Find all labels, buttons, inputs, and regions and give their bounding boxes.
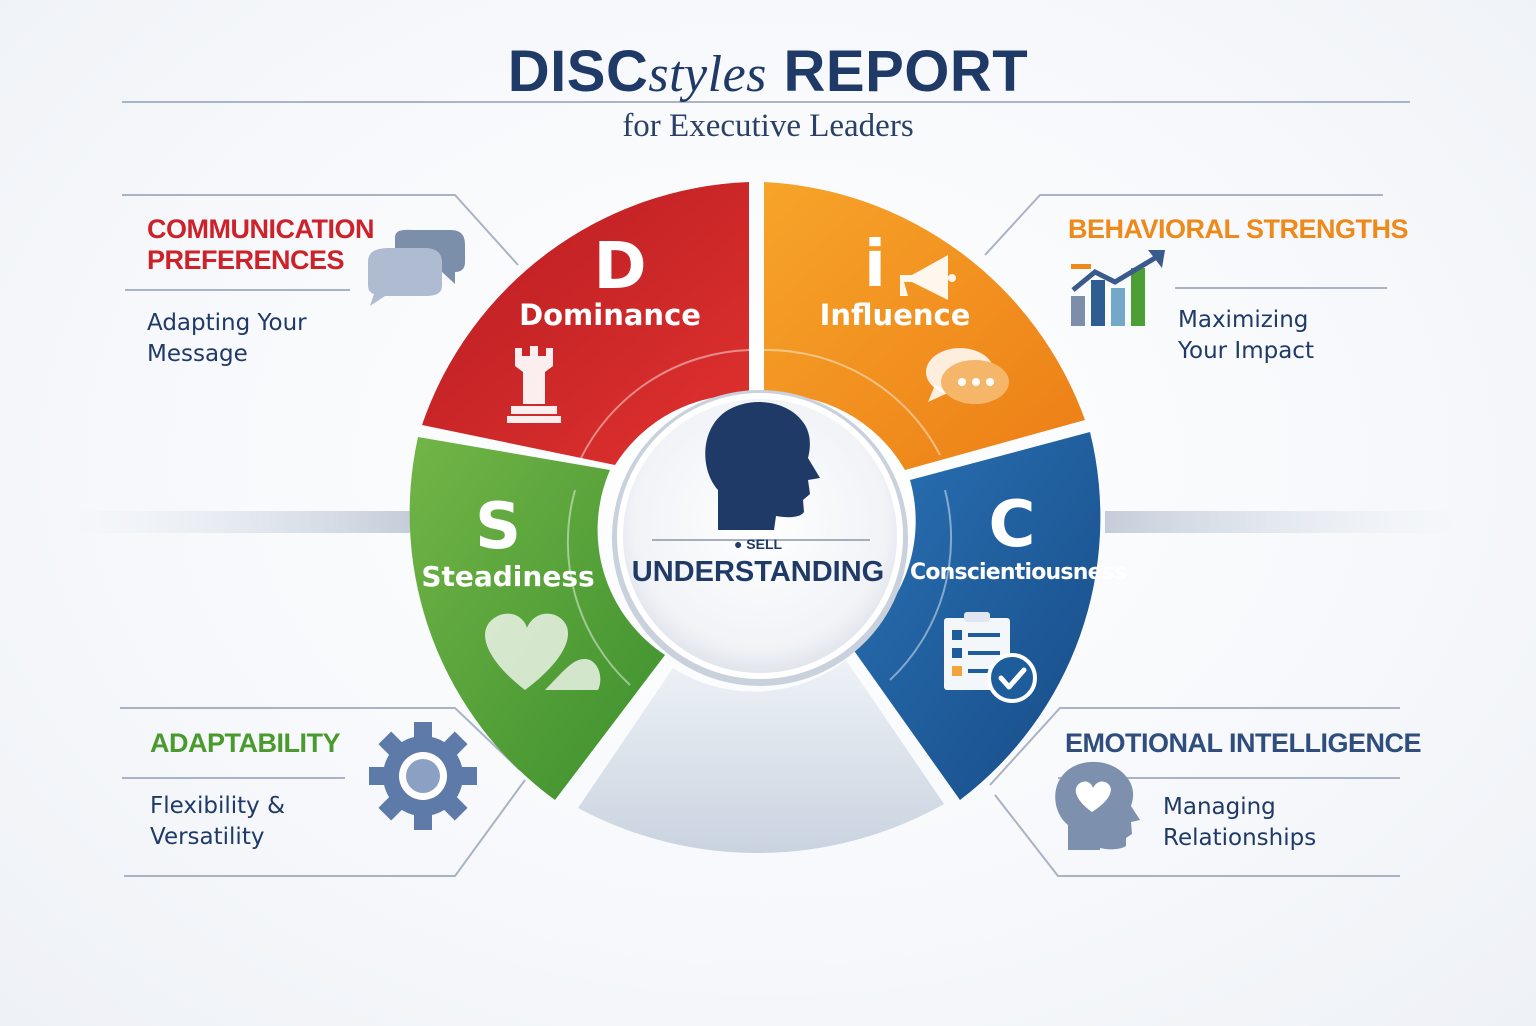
segment-d	[422, 182, 749, 465]
chat-bubble-icon	[926, 348, 1009, 404]
emotional-text-line1: Managing	[1163, 794, 1276, 820]
adaptability-text: Flexibility & Versatility	[150, 791, 285, 853]
adaptability-title: ADAPTABILITY	[150, 728, 341, 758]
segment-c-letter: C	[988, 488, 1036, 562]
segment-c-label: Conscientiousness	[910, 560, 1127, 585]
center-label: UNDERSTANDING	[631, 556, 885, 588]
megaphone-icon	[900, 255, 956, 300]
adaptability-text-line1: Flexibility &	[150, 793, 286, 819]
gear-icon	[369, 722, 477, 830]
chess-rook-icon	[507, 346, 561, 423]
center-circle	[617, 393, 903, 679]
report-subtitle: for Executive Leaders	[622, 108, 914, 144]
head-profile-icon	[705, 402, 820, 530]
inner-arcs	[566, 348, 953, 686]
segment-i	[764, 182, 1085, 470]
segment-i-label: Influence	[819, 298, 971, 332]
communication-title-line2: PREFERENCES	[147, 245, 345, 275]
communication-text-line1: Adapting Your	[147, 310, 307, 336]
segment-s-letter: S	[474, 490, 522, 564]
left-band	[70, 511, 410, 533]
heart-hands-icon	[485, 613, 601, 690]
communication-title-line1: COMMUNICATION	[147, 214, 374, 244]
emotional-text-line2: Relationships	[1163, 825, 1317, 851]
title-prefix: DISC	[507, 39, 649, 104]
center-small-label: ● SELL	[733, 536, 783, 552]
segment-bottom	[578, 660, 944, 853]
report-title: DISCstyles REPORT	[0, 38, 1536, 105]
head-heart-icon	[1055, 761, 1140, 850]
communication-text-line2: Message	[147, 341, 248, 367]
bar-chart-growth-icon	[1071, 250, 1165, 326]
communication-text: Adapting Your Message	[147, 308, 307, 370]
segment-d-letter: D	[593, 230, 647, 304]
checklist-icon	[944, 612, 1037, 703]
emotional-title: EMOTIONAL INTELLIGENCE	[1065, 728, 1422, 758]
emotional-text: Managing Relationships	[1163, 792, 1316, 854]
title-suffix: REPORT	[766, 39, 1029, 104]
segment-d-label: Dominance	[519, 298, 701, 332]
communication-title: COMMUNICATION PREFERENCES	[147, 214, 374, 276]
behavioral-text: Maximizing Your Impact	[1178, 305, 1314, 367]
connector-lines	[120, 194, 1400, 877]
behavioral-text-line2: Your Impact	[1178, 338, 1314, 364]
title-styles-word: styles	[648, 46, 767, 103]
segment-i-letter: i	[864, 228, 886, 302]
adaptability-text-line2: Versatility	[150, 824, 265, 850]
segment-s-label: Steadiness	[421, 560, 595, 593]
right-band	[1105, 511, 1460, 533]
speech-bubbles-icon	[368, 229, 465, 306]
behavioral-title: BEHAVIORAL STRENGTHS	[1068, 214, 1409, 244]
behavioral-text-line1: Maximizing	[1178, 307, 1309, 333]
